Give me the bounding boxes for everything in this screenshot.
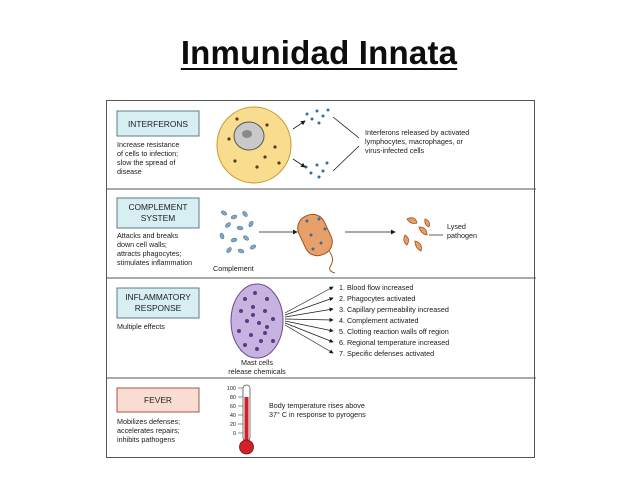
mast-cell-label-line: Mast cells [241, 358, 273, 367]
effect-item: 4. Complement activated [339, 316, 419, 325]
inflammatory-desc: Multiple effects [117, 322, 165, 331]
arrow [292, 120, 306, 130]
lysed-label-line: Lysed [447, 222, 466, 231]
interferon-molecules-top [305, 108, 330, 125]
scale-label: 40 [230, 413, 236, 419]
interferons-desc-line: disease [117, 167, 142, 176]
thermometer-scale: 100 80 60 40 20 0 [227, 386, 236, 437]
scale-label: 0 [233, 431, 236, 437]
fever-note-line: 37° C in response to pyrogens [269, 410, 366, 419]
attached-complement [305, 217, 327, 251]
fever-desc-line: inhibits pathogens [117, 435, 175, 444]
effect-arrows [284, 286, 334, 354]
mast-cell-label-line: release chemicals [228, 367, 286, 376]
panel-interferons: INTERFERONS Increase resistance of cells… [116, 106, 469, 184]
bacterium [297, 213, 333, 257]
interferons-desc-line: slow the spread of [117, 158, 175, 167]
interferons-desc-line: of cells to infection; [117, 149, 178, 158]
lysed-label-line: pathogen [447, 231, 477, 240]
scale-label: 20 [230, 422, 236, 428]
effect-item: 5. Clotting reaction walls off region [339, 327, 449, 336]
interferons-label: INTERFERONS [128, 119, 188, 129]
panel-complement: COMPLEMENT SYSTEM Attacks and breaks dow… [116, 197, 477, 274]
figure-svg: INTERFERONS Increase resistance of cells… [107, 106, 536, 455]
interferons-note-line: virus-infected cells [365, 146, 425, 155]
virus-particles [227, 117, 281, 169]
fever-desc-line: Mobilizes defenses; [117, 417, 180, 426]
complement-label-box [116, 197, 200, 229]
interferons-label-box [116, 110, 200, 137]
interferons-desc-line: Increase resistance [117, 140, 179, 149]
connector-line [332, 145, 360, 172]
thermometer-bulb [239, 439, 254, 455]
arrow [292, 158, 306, 168]
effect-item: 7. Specific defenses activated [339, 349, 434, 358]
effect-item: 6. Regional temperature increased [339, 338, 449, 347]
mast-cell-granules [237, 291, 275, 351]
effect-item: 2. Phagocytes activated [339, 294, 415, 303]
interferon-molecules-bottom [304, 161, 329, 179]
complement-desc-line: down cell walls; [117, 240, 167, 249]
complement-desc-line: stimulates inflammation [117, 258, 192, 267]
complement-proteins [219, 210, 256, 254]
scale-label: 100 [227, 386, 236, 392]
complement-label-line: SYSTEM [141, 213, 175, 223]
panel-fever: FEVER Mobilizes defenses; accelerates re… [116, 384, 366, 455]
inflammatory-label-line: INFLAMMATORY [125, 292, 191, 302]
slide-title: Inmunidad Innata [180, 34, 458, 71]
complement-desc-line: attracts phagocytes; [117, 249, 181, 258]
fever-label-box [116, 387, 200, 413]
bacterium-flagellum [328, 250, 336, 274]
innate-immunity-figure: INTERFERONS Increase resistance of cells… [106, 100, 536, 458]
thermometer-ticks [238, 387, 243, 434]
nucleolus [242, 130, 252, 138]
mast-cell [230, 283, 284, 359]
interferons-note-line: Interferons released by activated [365, 128, 469, 137]
effect-item: 1. Blood flow increased [339, 283, 413, 292]
complement-label-line: COMPLEMENT [128, 202, 187, 212]
thermometer-mercury [244, 397, 249, 443]
scale-label: 80 [230, 395, 236, 401]
effect-item: 3. Capillary permeability increased [339, 305, 449, 314]
complement-desc-line: Attacks and breaks [117, 231, 179, 240]
interferons-note-line: lymphocytes, macrophages, or [365, 137, 463, 146]
inflammatory-label-box [116, 287, 200, 319]
scale-label: 60 [230, 404, 236, 410]
fever-note-line: Body temperature rises above [269, 401, 365, 410]
connector-line [332, 116, 360, 139]
complement-caption: Complement [213, 264, 254, 273]
panel-inflammatory: INFLAMMATORY RESPONSE Multiple effects M… [116, 283, 449, 376]
inflammatory-label-line: RESPONSE [135, 303, 182, 313]
fever-label: FEVER [144, 395, 172, 405]
fever-desc-line: accelerates repairs; [117, 426, 180, 435]
lysed-pathogen [403, 217, 430, 252]
